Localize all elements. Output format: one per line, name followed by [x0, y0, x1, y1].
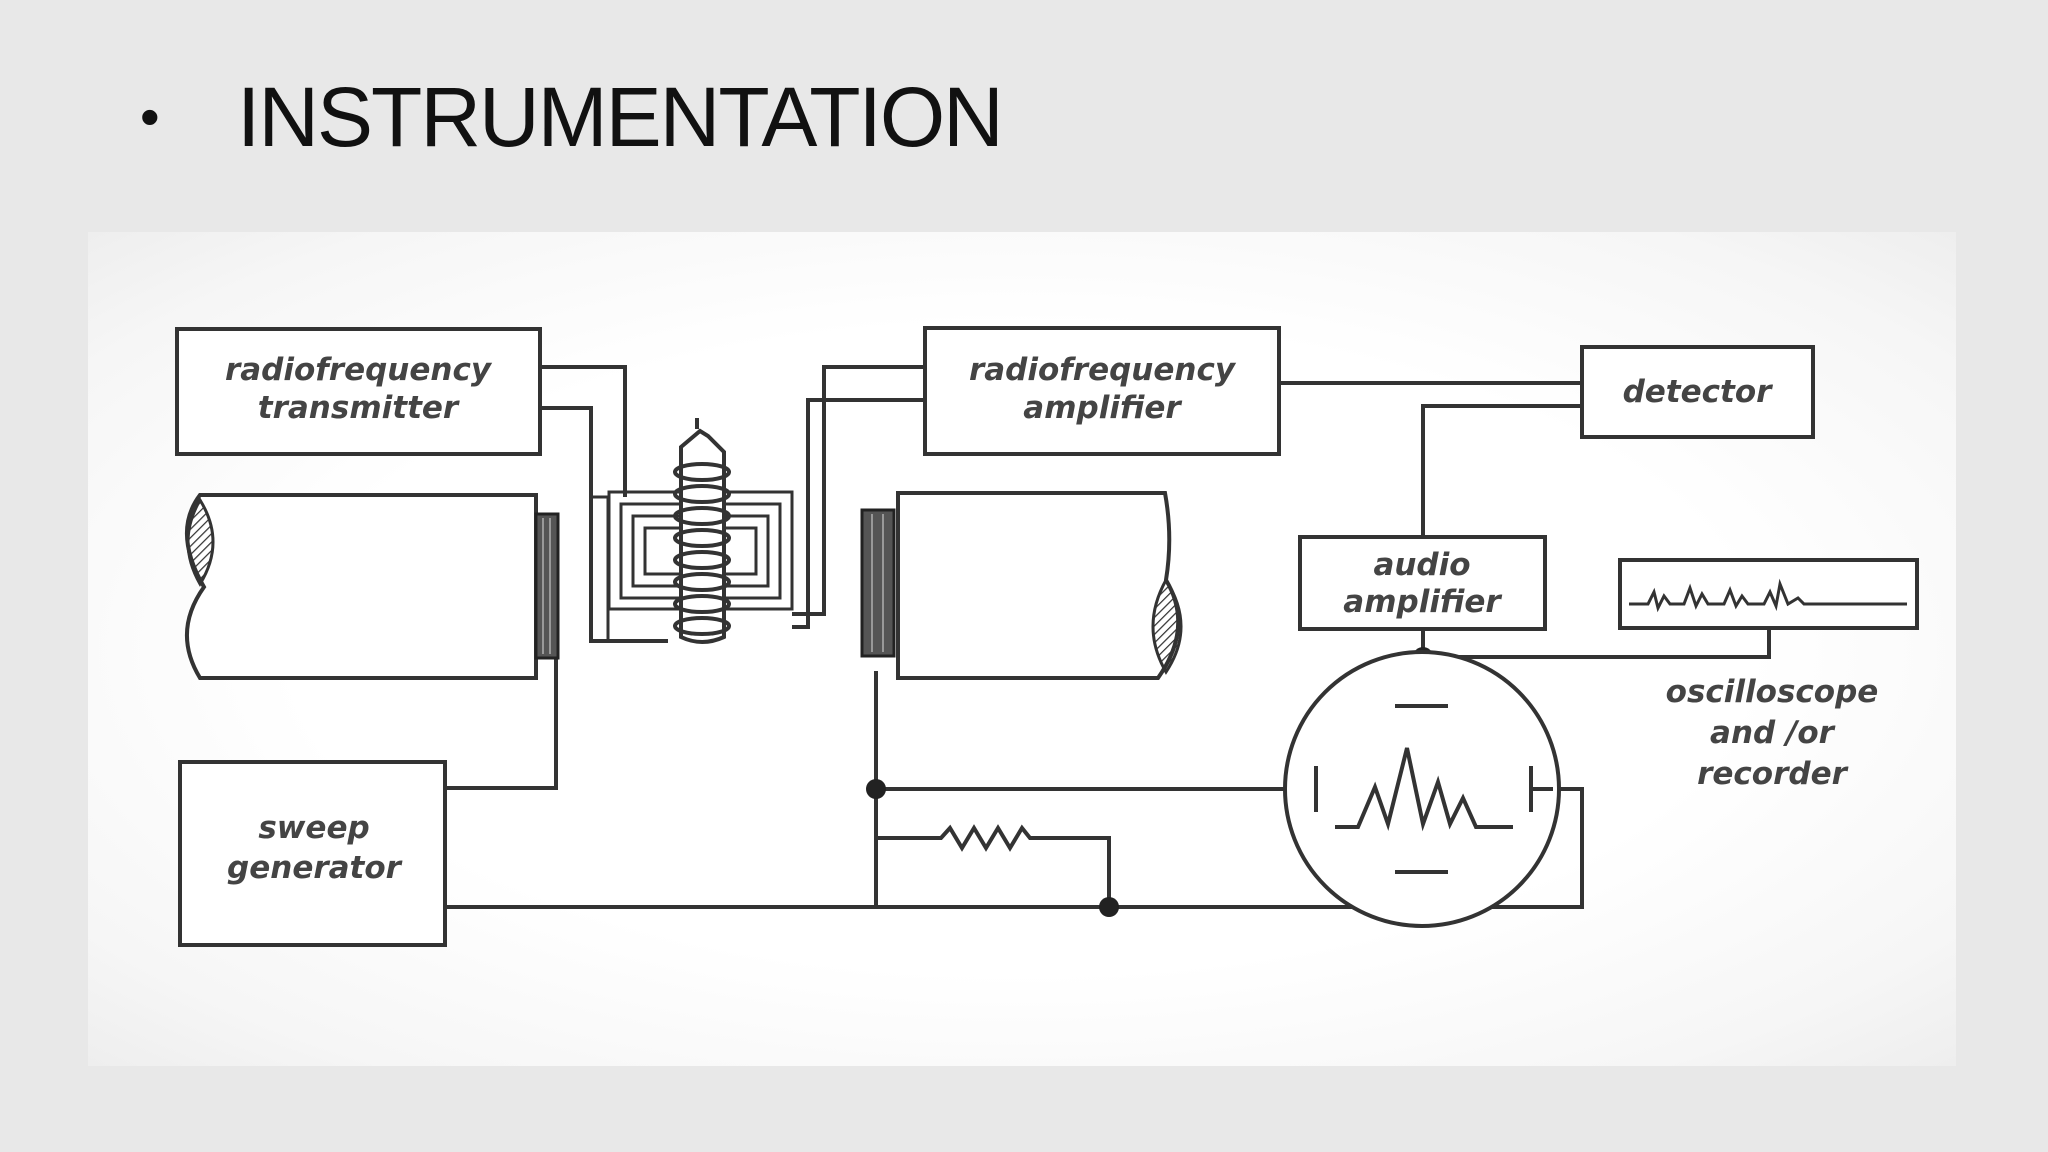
oscilloscope-label-line2: and /or	[1710, 715, 1836, 751]
sweep-generator-label-line2: generator	[227, 850, 403, 886]
detector-label: detector	[1623, 374, 1774, 410]
junction-dot	[1099, 897, 1119, 917]
right-magnet-pole-coil	[860, 508, 896, 658]
rf-transmitter-label-line2: transmitter	[258, 390, 460, 426]
audio-amplifier-label-line1: audio	[1373, 547, 1470, 583]
rf-transmitter-box	[175, 327, 542, 456]
rf-coil-turns	[673, 462, 731, 636]
right-magnet	[860, 491, 1183, 680]
bullet: •	[140, 85, 160, 148]
audio-amplifier-label-line2: amplifier	[1343, 584, 1502, 620]
rf-amplifier-label-line2: amplifier	[1023, 390, 1182, 426]
wire-coil-amplifier-inner	[792, 398, 925, 629]
detector-box	[1580, 345, 1815, 439]
oscilloscope-label-line1: oscilloscope	[1666, 674, 1879, 710]
rf-transmitter-label-line1: radiofrequency	[225, 352, 493, 388]
diagram-svg: radiofrequency transmitter radiofrequenc…	[175, 326, 1919, 947]
left-magnet	[184, 493, 560, 680]
wire-scope-recorder	[1423, 628, 1771, 659]
wire-resistor-branch	[876, 824, 1111, 907]
wire-magnet-sweep	[445, 657, 558, 790]
title-row: • INSTRUMENTATION	[140, 62, 1004, 172]
slide-title: INSTRUMENTATION	[237, 70, 1004, 164]
wire-bottom-bus	[445, 787, 1584, 909]
nmr-block-diagram: radiofrequency transmitter radiofrequenc…	[88, 232, 1956, 1066]
audio-amplifier-box	[1298, 535, 1547, 631]
oscilloscope-signal	[1335, 747, 1513, 832]
oscilloscope-tube	[1283, 650, 1561, 928]
left-magnet-pole-coil	[534, 512, 560, 660]
rf-amplifier-box	[923, 326, 1281, 456]
recorder-trace	[1629, 578, 1907, 613]
sweep-generator-box	[178, 760, 447, 947]
sweep-generator-label-line1: sweep	[258, 810, 369, 846]
oscilloscope-label-line3: recorder	[1697, 756, 1848, 792]
junction-dot	[866, 779, 886, 799]
sample-probe-coil	[589, 418, 794, 644]
wire-detector-audio	[1421, 404, 1582, 537]
rf-amplifier-label-line1: radiofrequency	[969, 352, 1237, 388]
wire-transmitter-coil-outer	[540, 365, 627, 497]
